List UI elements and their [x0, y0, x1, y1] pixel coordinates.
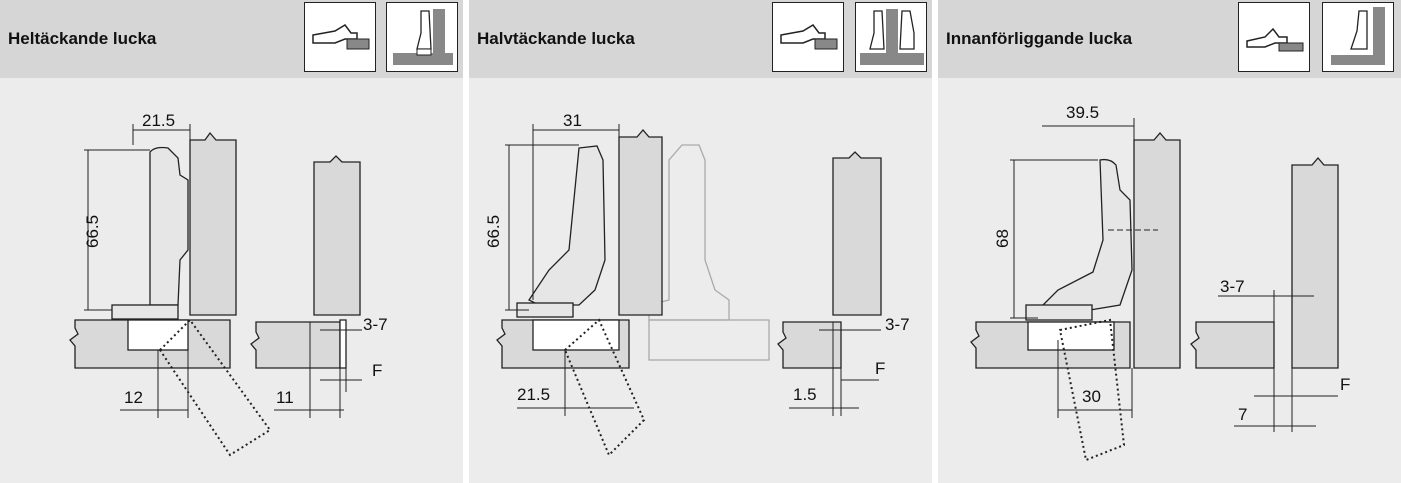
- dim-bottom-left: 12: [124, 388, 143, 407]
- inset-drawing: 39.5 68 3-7 F 30 7: [970, 103, 1350, 462]
- panel-title: Heltäckande lucka: [8, 29, 157, 48]
- dim-gap: 3-7: [1220, 277, 1245, 296]
- dim-f: F: [1340, 375, 1350, 394]
- dim-gap: 3-7: [363, 315, 388, 334]
- panel-full-overlay: Heltäckande lucka: [0, 0, 463, 483]
- inset-door-icon: [1322, 2, 1394, 72]
- dim-height: 68: [993, 229, 1012, 248]
- dim-width: 31: [563, 111, 582, 130]
- full-overlay-door-icon: [386, 2, 458, 72]
- hinge-side-icon: [304, 2, 376, 72]
- half-overlay-door-icon: [855, 2, 927, 72]
- dim-bottom-right: 7: [1238, 405, 1247, 424]
- dim-bottom-left: 21.5: [517, 385, 550, 404]
- dim-height: 66.5: [484, 215, 503, 248]
- dim-f: F: [372, 361, 382, 380]
- panel-title: Halvtäckande lucka: [477, 29, 635, 48]
- dim-bottom-right: 11: [276, 388, 294, 407]
- hinge-side-icon: [772, 2, 844, 72]
- panel-title: Innanförliggande lucka: [946, 29, 1133, 48]
- panel-header: Heltäckande lucka: [0, 0, 463, 78]
- half-overlay-drawing: 31 66.5 3-7 F 21.5 1.5: [484, 111, 910, 457]
- panel-half-overlay: Halvtäckande lucka: [469, 0, 932, 483]
- dim-gap: 3-7: [885, 315, 910, 334]
- dim-width: 21.5: [142, 111, 175, 130]
- panel-inset: Innanförliggande lucka: [938, 0, 1401, 483]
- panel-header: Innanförliggande lucka: [938, 0, 1401, 78]
- dim-width: 39.5: [1066, 103, 1099, 122]
- hinge-side-icon: [1238, 2, 1310, 72]
- panel-header: Halvtäckande lucka: [469, 0, 932, 78]
- dim-bottom-right: 1.5: [793, 385, 817, 404]
- full-overlay-drawing: 21.5 66.5 3-7 F 12 11: [69, 111, 388, 457]
- dim-f: F: [875, 359, 885, 378]
- dim-bottom-left: 30: [1082, 387, 1101, 406]
- dim-height: 66.5: [83, 215, 102, 248]
